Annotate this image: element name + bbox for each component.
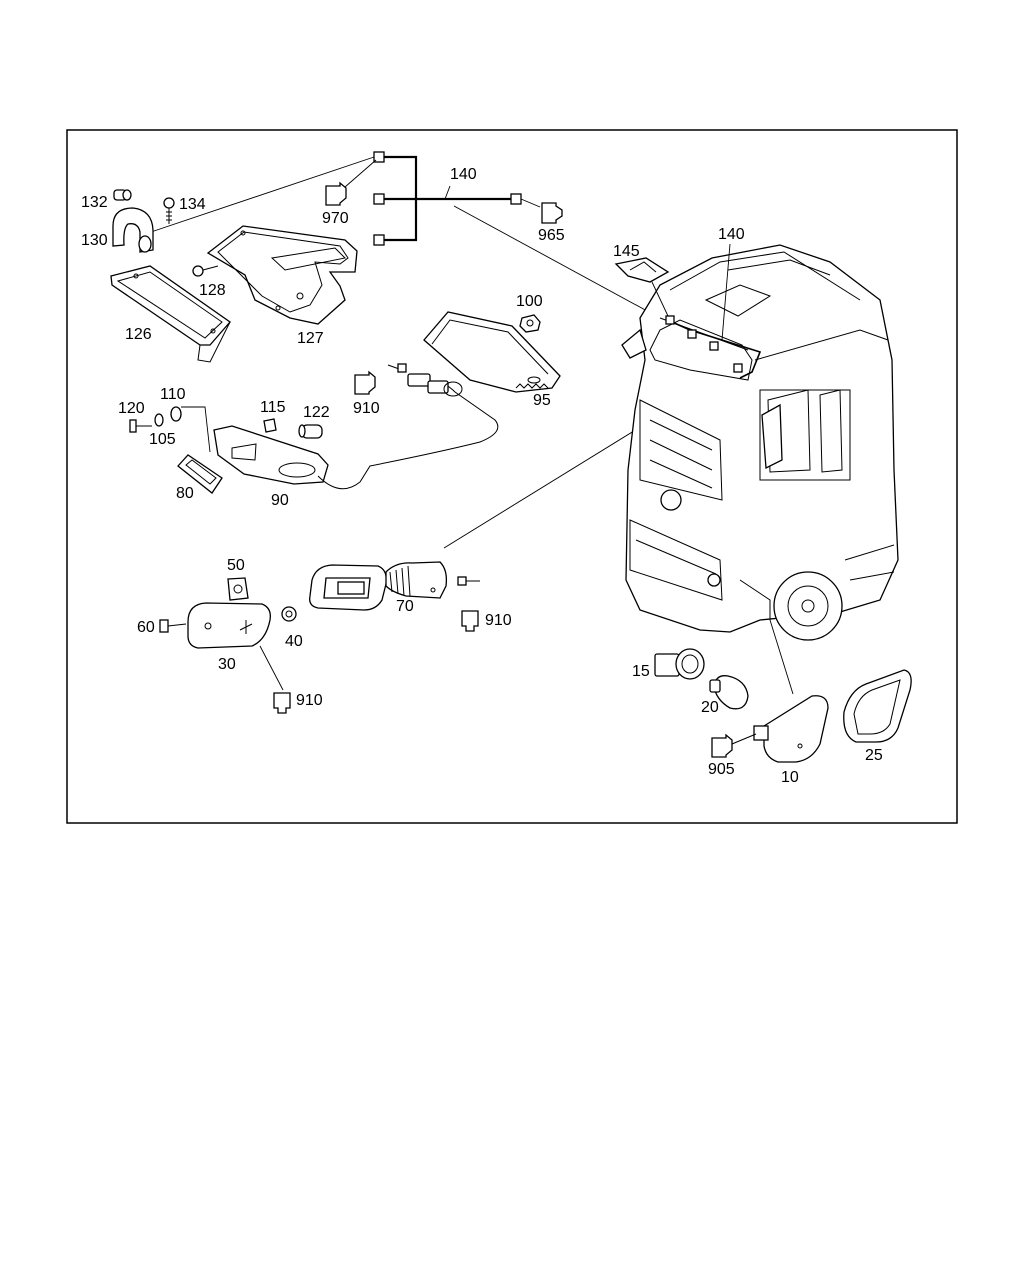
clip-115	[263, 418, 277, 433]
washer-110	[170, 406, 211, 453]
lens-80	[177, 454, 223, 494]
label-910-c: 910	[485, 612, 512, 629]
label-80: 80	[176, 485, 194, 502]
socket-15	[654, 648, 705, 680]
label-905: 905	[708, 761, 735, 778]
cable-90	[317, 381, 499, 490]
nut-40	[281, 606, 297, 622]
label-60: 60	[137, 619, 155, 636]
label-128: 128	[199, 282, 226, 299]
label-126: 126	[125, 326, 152, 343]
label-50: 50	[227, 557, 245, 574]
lamp-10	[753, 695, 829, 763]
label-15: 15	[632, 663, 650, 680]
nut-100	[519, 314, 541, 333]
mirror	[621, 328, 647, 359]
label-145: 145	[613, 243, 640, 260]
connector-910-upper	[354, 370, 376, 395]
label-134: 134	[179, 196, 206, 213]
label-970: 970	[322, 210, 349, 227]
lens-25	[843, 669, 912, 743]
label-70: 70	[396, 598, 414, 615]
label-130: 130	[81, 232, 108, 249]
label-20: 20	[701, 699, 719, 716]
clip-50	[227, 577, 249, 601]
lamp-30	[187, 602, 271, 649]
label-910-b: 910	[296, 692, 323, 709]
label-122: 122	[303, 404, 330, 421]
label-910-a: 910	[353, 400, 380, 417]
screw-128	[192, 265, 219, 277]
bracket-127	[206, 225, 358, 325]
label-120: 120	[118, 400, 145, 417]
truck-illustration	[625, 244, 899, 641]
cab-harness-140	[665, 243, 762, 379]
label-132: 132	[81, 194, 108, 211]
housing-130	[112, 207, 154, 253]
label-100: 100	[516, 293, 543, 310]
plate-126	[110, 265, 231, 363]
label-140-cab: 140	[718, 226, 745, 243]
diagram-frame	[66, 129, 958, 824]
sensor-connector	[387, 363, 463, 397]
washer-105	[154, 413, 164, 427]
label-965: 965	[538, 227, 565, 244]
connector-970	[325, 181, 347, 206]
bulb-122	[298, 424, 323, 439]
cover-95	[423, 311, 561, 393]
label-140-harness: 140	[450, 166, 477, 183]
label-40: 40	[285, 633, 303, 650]
lamp-90	[213, 425, 329, 485]
screw-120	[129, 419, 152, 433]
label-95: 95	[533, 392, 551, 409]
wiring-harness	[147, 151, 661, 319]
label-105: 105	[149, 431, 176, 448]
connector-965	[541, 202, 563, 224]
label-90: 90	[271, 492, 289, 509]
screw-60	[159, 619, 187, 633]
label-30: 30	[218, 656, 236, 673]
label-25: 25	[865, 747, 883, 764]
lamp-70	[309, 561, 448, 611]
bracket-145	[614, 257, 670, 317]
connector-910-lower	[273, 692, 291, 714]
bulb-20	[709, 675, 749, 710]
cap-132	[113, 189, 132, 201]
connector-910-right	[457, 576, 480, 632]
label-127: 127	[297, 330, 324, 347]
connector-905	[711, 733, 757, 758]
label-110: 110	[160, 386, 186, 403]
label-10: 10	[781, 769, 799, 786]
screw-134	[163, 197, 175, 224]
label-115: 115	[260, 399, 286, 416]
